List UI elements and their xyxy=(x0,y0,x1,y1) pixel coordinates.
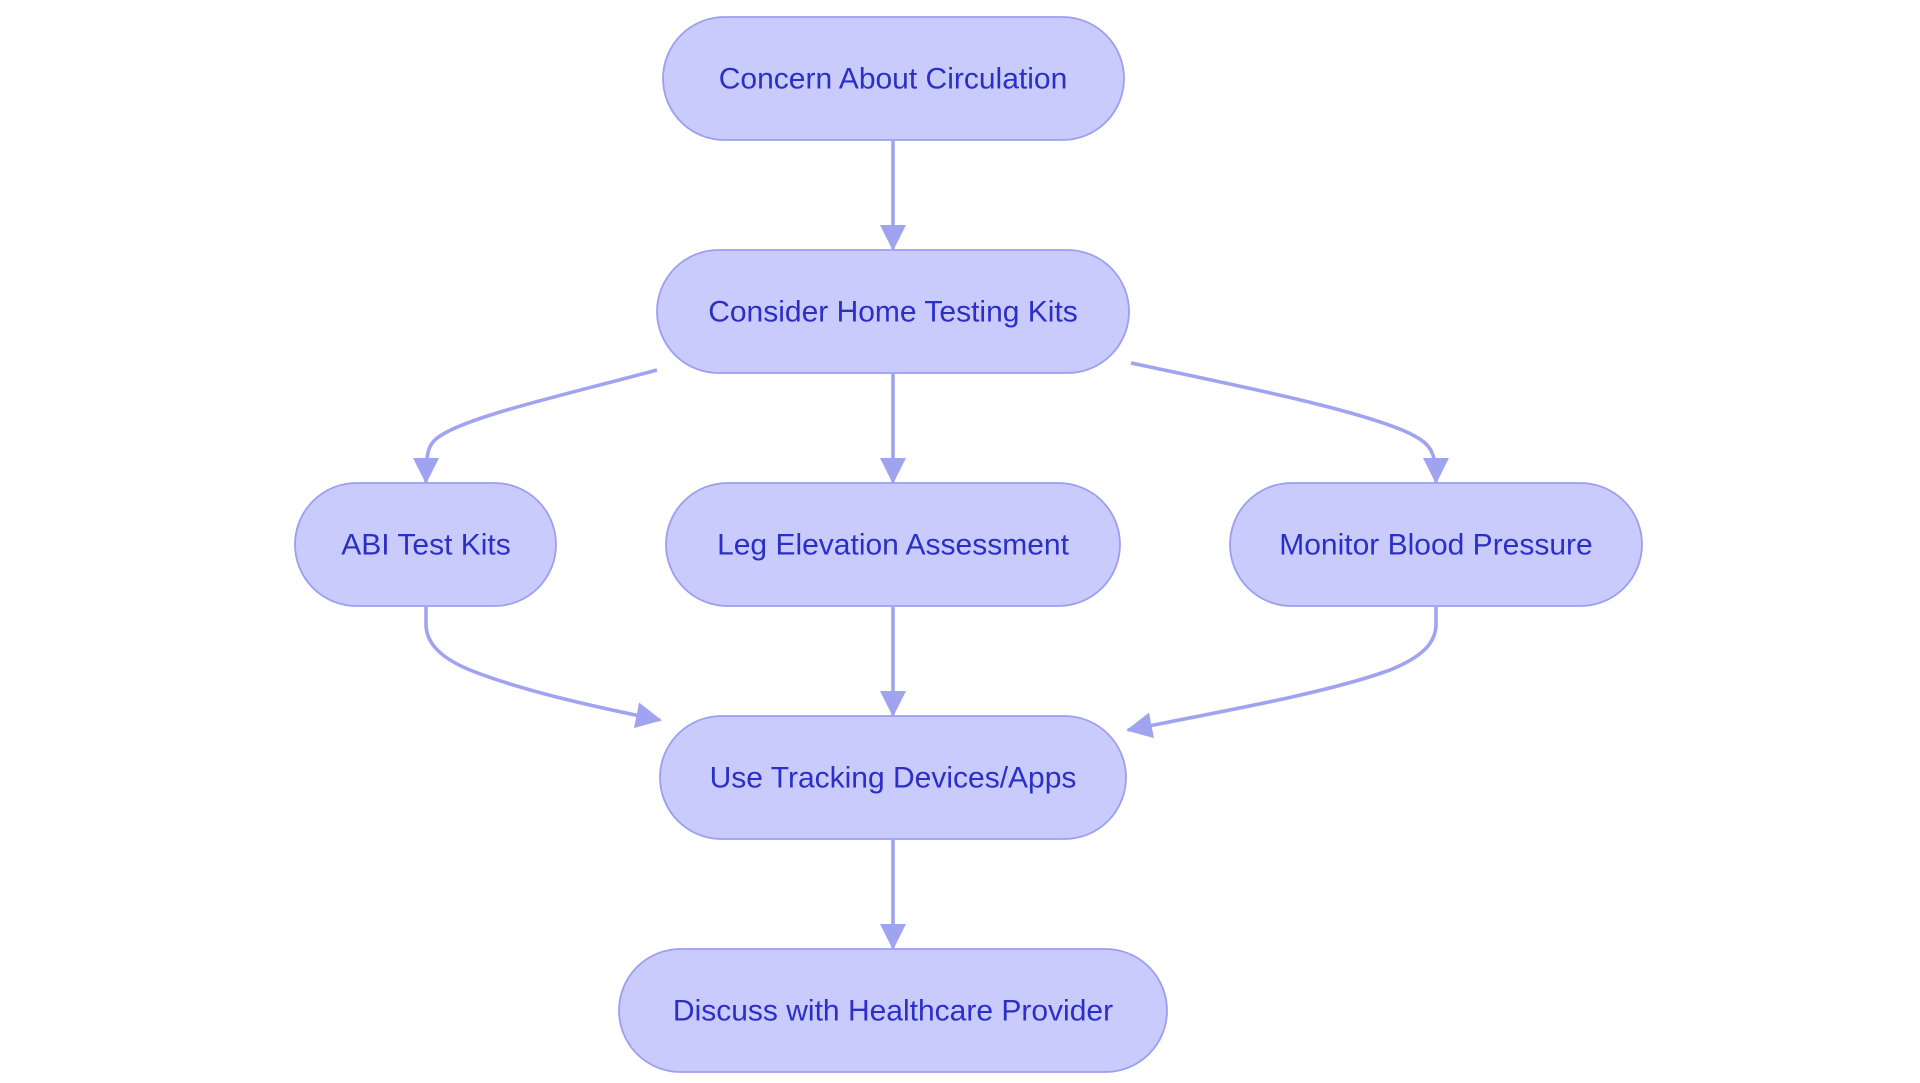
node-consider-home-testing-kits: Consider Home Testing Kits xyxy=(656,249,1130,374)
node-abi-test-kits: ABI Test Kits xyxy=(294,482,557,607)
node-discuss-with-healthcare-provider: Discuss with Healthcare Provider xyxy=(618,948,1168,1073)
node-use-tracking-devices-apps: Use Tracking Devices/Apps xyxy=(659,715,1127,840)
node-shape xyxy=(662,16,1125,141)
node-shape xyxy=(618,948,1168,1073)
node-monitor-blood-pressure: Monitor Blood Pressure xyxy=(1229,482,1643,607)
node-label: Concern About Circulation xyxy=(719,63,1068,96)
node-shape xyxy=(1229,482,1643,607)
node-label: Monitor Blood Pressure xyxy=(1279,529,1592,562)
node-label: Consider Home Testing Kits xyxy=(708,296,1078,329)
edge-consider-to-abi xyxy=(413,368,658,484)
node-concern-about-circulation: Concern About Circulation xyxy=(662,16,1125,141)
node-shape xyxy=(656,249,1130,374)
node-shape xyxy=(294,482,557,607)
node-shape xyxy=(659,715,1127,840)
edge-consider-to-monitor xyxy=(1130,361,1449,484)
node-label: ABI Test Kits xyxy=(341,529,511,562)
edges xyxy=(413,141,1449,950)
node-shape xyxy=(665,482,1121,607)
edge-monitor-to-tracking xyxy=(1126,607,1438,739)
node-label: Leg Elevation Assessment xyxy=(717,529,1070,562)
node-label: Use Tracking Devices/Apps xyxy=(710,762,1077,795)
node-label: Discuss with Healthcare Provider xyxy=(673,995,1113,1028)
node-leg-elevation-assessment: Leg Elevation Assessment xyxy=(665,482,1121,607)
nodes: Concern About Circulation Consider Home … xyxy=(294,16,1643,1073)
edge-abi-to-tracking xyxy=(424,607,662,729)
